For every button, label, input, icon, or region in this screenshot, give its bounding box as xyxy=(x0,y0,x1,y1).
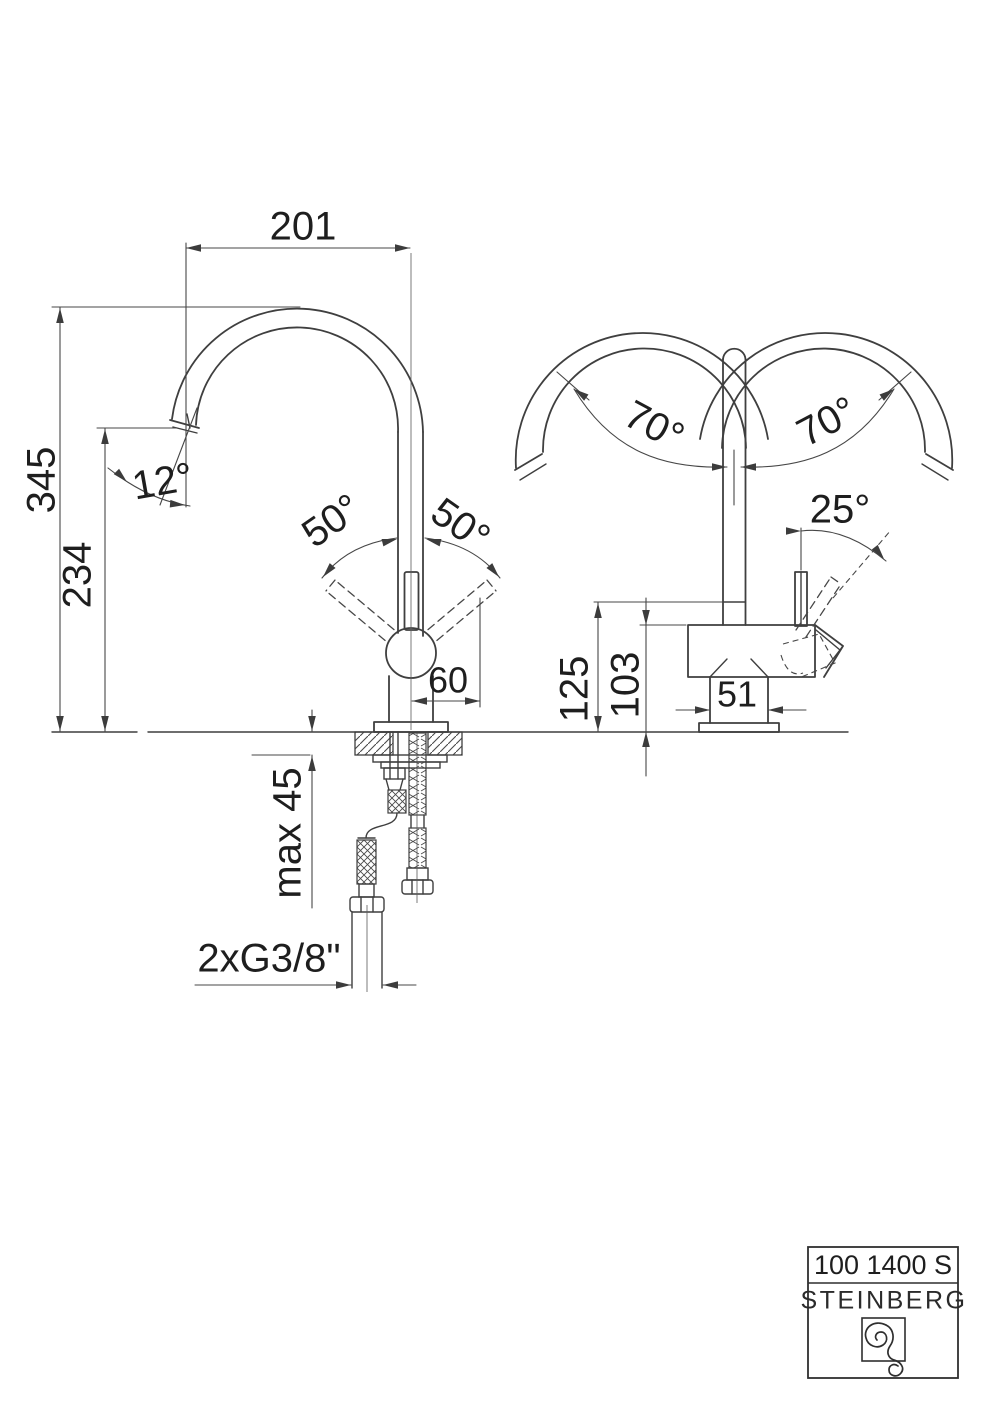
dim-51-label: 51 xyxy=(717,674,757,715)
dim-345-label: 345 xyxy=(20,447,64,514)
handle-tilt-dashed xyxy=(780,576,844,679)
front-view-faucet xyxy=(514,332,954,733)
dim-thread-label: 2xG3/8" xyxy=(197,937,340,981)
dim-201-label: 201 xyxy=(270,205,337,249)
angle-12-label: 12° xyxy=(129,455,196,509)
dimension-labels: 201 345 234 12° 50° 50° 60 max 45 2xG3/8… xyxy=(20,205,871,981)
side-view-dimensions xyxy=(51,242,502,989)
side-view-faucet xyxy=(169,253,497,733)
dim-234-label: 234 xyxy=(56,542,100,609)
angle-25-label: 25° xyxy=(810,488,871,532)
steinberg-logo xyxy=(861,1317,906,1377)
title-block: 100 1400 S STEINBERG xyxy=(801,1246,968,1379)
brand-name: STEINBERG xyxy=(801,1287,968,1315)
dim-125-label: 125 xyxy=(553,656,597,723)
front-view-dimensions xyxy=(556,371,912,777)
angle-50-right-label: 50° xyxy=(423,490,498,561)
angle-50-left-label: 50° xyxy=(294,486,369,557)
lever-swing-right-dashed xyxy=(427,579,497,642)
dim-max45-label: max 45 xyxy=(266,767,310,898)
model-number: 100 1400 S xyxy=(814,1250,952,1280)
angle-70-left-label: 70° xyxy=(617,392,691,459)
dim-103-label: 103 xyxy=(604,652,648,719)
under-counter-mounting xyxy=(349,731,463,992)
angle-70-right-label: 70° xyxy=(790,388,864,455)
lever-swing-left-dashed xyxy=(325,579,395,642)
dim-60-label: 60 xyxy=(428,660,468,701)
